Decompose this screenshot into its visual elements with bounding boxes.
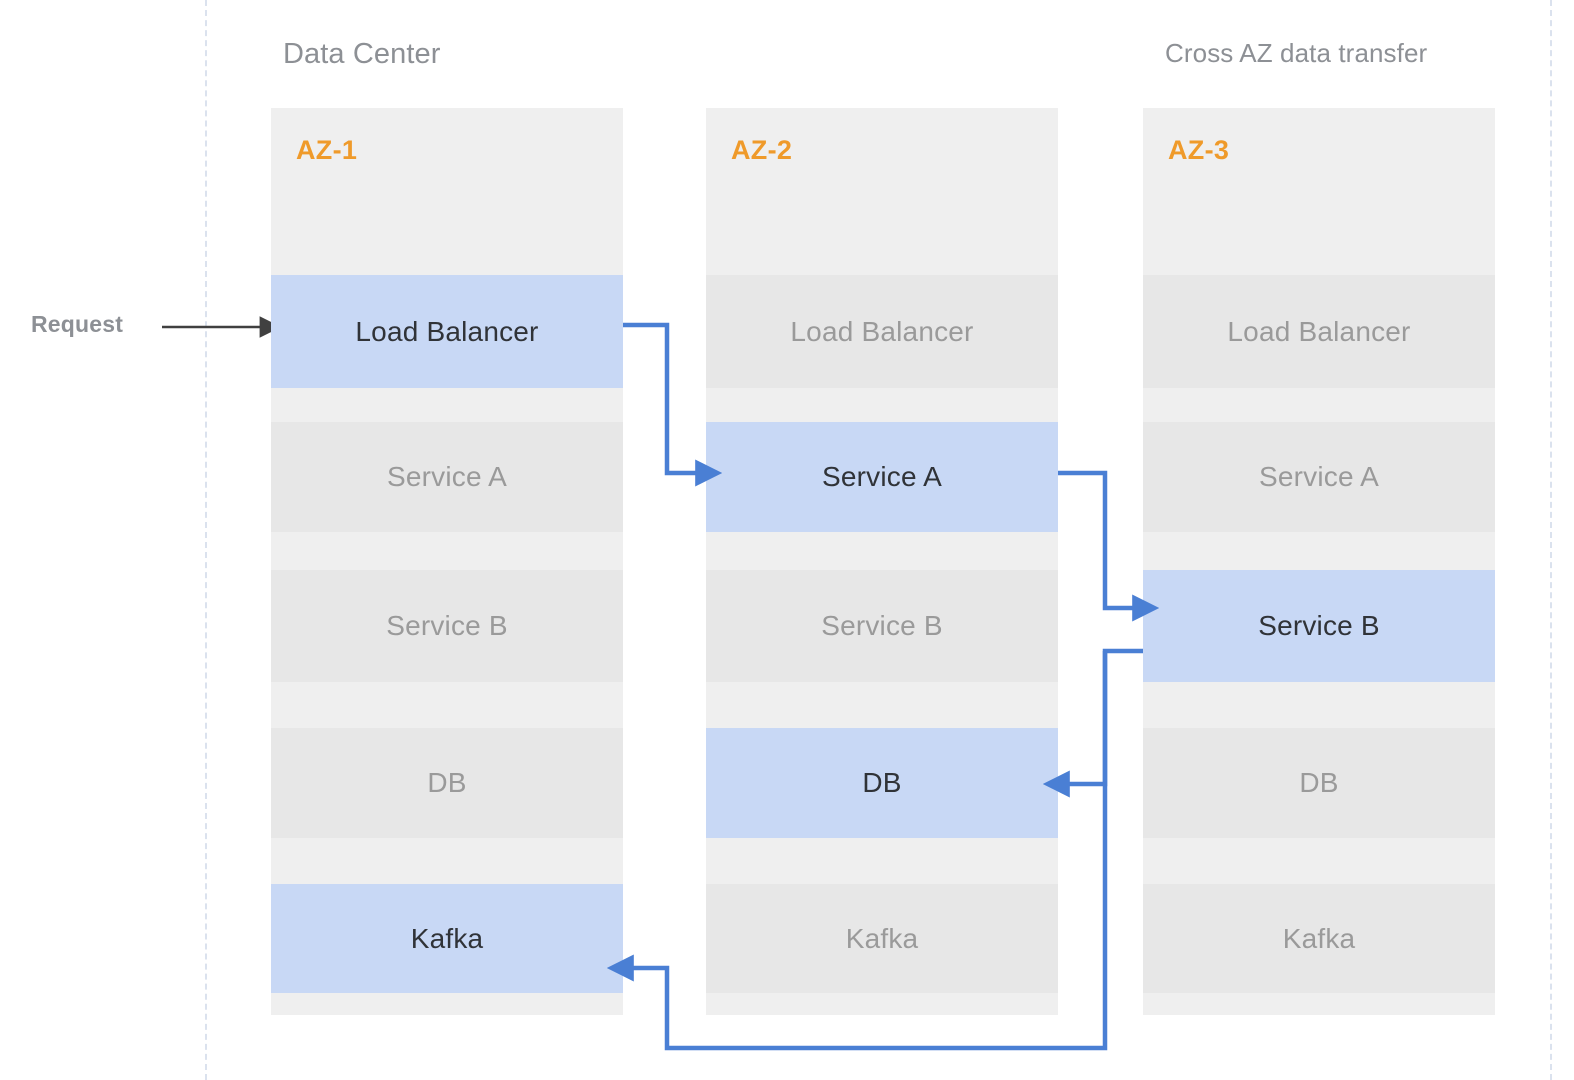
az3-service-kafka-label: Kafka: [1282, 922, 1356, 954]
az3-service-service-a-label: Service A: [1258, 461, 1380, 492]
az-column-1: AZ-1 Load Balancer Service A Service B D…: [271, 108, 623, 1015]
az3-service-service-a[interactable]: Service A: [1143, 422, 1495, 532]
az-title-3: AZ-3: [1168, 135, 1230, 165]
az1-service-service-a[interactable]: Service A: [271, 422, 623, 532]
cross-az-data-transfer-caption: Cross AZ data transfer: [1165, 38, 1428, 68]
az3-service-load-balancer-label: Load Balancer: [1227, 315, 1411, 347]
az1-service-db-label: DB: [427, 767, 467, 798]
az1-service-db[interactable]: DB: [271, 728, 623, 838]
data-center-boundary-right-dashed-line: [1550, 0, 1552, 1080]
az2-service-service-a[interactable]: Service A: [706, 422, 1058, 532]
az2-service-service-b[interactable]: Service B: [706, 570, 1058, 682]
az-title-1: AZ-1: [296, 135, 358, 165]
az2-service-load-balancer-label: Load Balancer: [790, 315, 974, 347]
az1-service-load-balancer-label: Load Balancer: [355, 315, 539, 347]
az1-service-service-b-label: Service B: [386, 610, 508, 641]
az1-service-service-b[interactable]: Service B: [271, 570, 623, 682]
az-title-2: AZ-2: [731, 135, 793, 165]
az1-service-load-balancer[interactable]: Load Balancer: [271, 275, 623, 388]
az1-service-kafka[interactable]: Kafka: [271, 884, 623, 993]
flow-az3-service-b-to-az2-db: [1042, 648, 1143, 798]
az1-service-kafka-label: Kafka: [410, 922, 484, 954]
data-center-caption: Data Center: [283, 38, 441, 70]
request-arrow-icon: [162, 316, 280, 338]
az2-service-service-b-label: Service B: [821, 610, 943, 641]
az-column-2: AZ-2 Load Balancer Service A Service B D…: [706, 108, 1058, 1015]
az2-service-db-label: DB: [862, 767, 902, 798]
az-column-3: AZ-3 Load Balancer Service A Service B D…: [1143, 108, 1495, 1015]
data-center-boundary-left-dashed-line: [205, 0, 207, 1080]
az3-service-service-b[interactable]: Service B: [1143, 570, 1495, 682]
az3-service-service-b-label: Service B: [1258, 610, 1380, 641]
az3-service-db-label: DB: [1299, 767, 1339, 798]
flow-az1-lb-to-az2-service-a: [623, 322, 723, 487]
az2-service-kafka[interactable]: Kafka: [706, 884, 1058, 993]
az3-service-load-balancer[interactable]: Load Balancer: [1143, 275, 1495, 388]
az2-service-load-balancer[interactable]: Load Balancer: [706, 275, 1058, 388]
az3-service-db[interactable]: DB: [1143, 728, 1495, 838]
az2-service-kafka-label: Kafka: [845, 922, 919, 954]
request-label: Request: [31, 311, 124, 337]
az3-service-kafka[interactable]: Kafka: [1143, 884, 1495, 993]
az1-service-service-a-label: Service A: [386, 461, 508, 492]
az2-service-db[interactable]: DB: [706, 728, 1058, 838]
flow-az2-service-a-to-az3-service-b: [1058, 470, 1160, 622]
az2-service-service-a-label: Service A: [821, 461, 943, 492]
